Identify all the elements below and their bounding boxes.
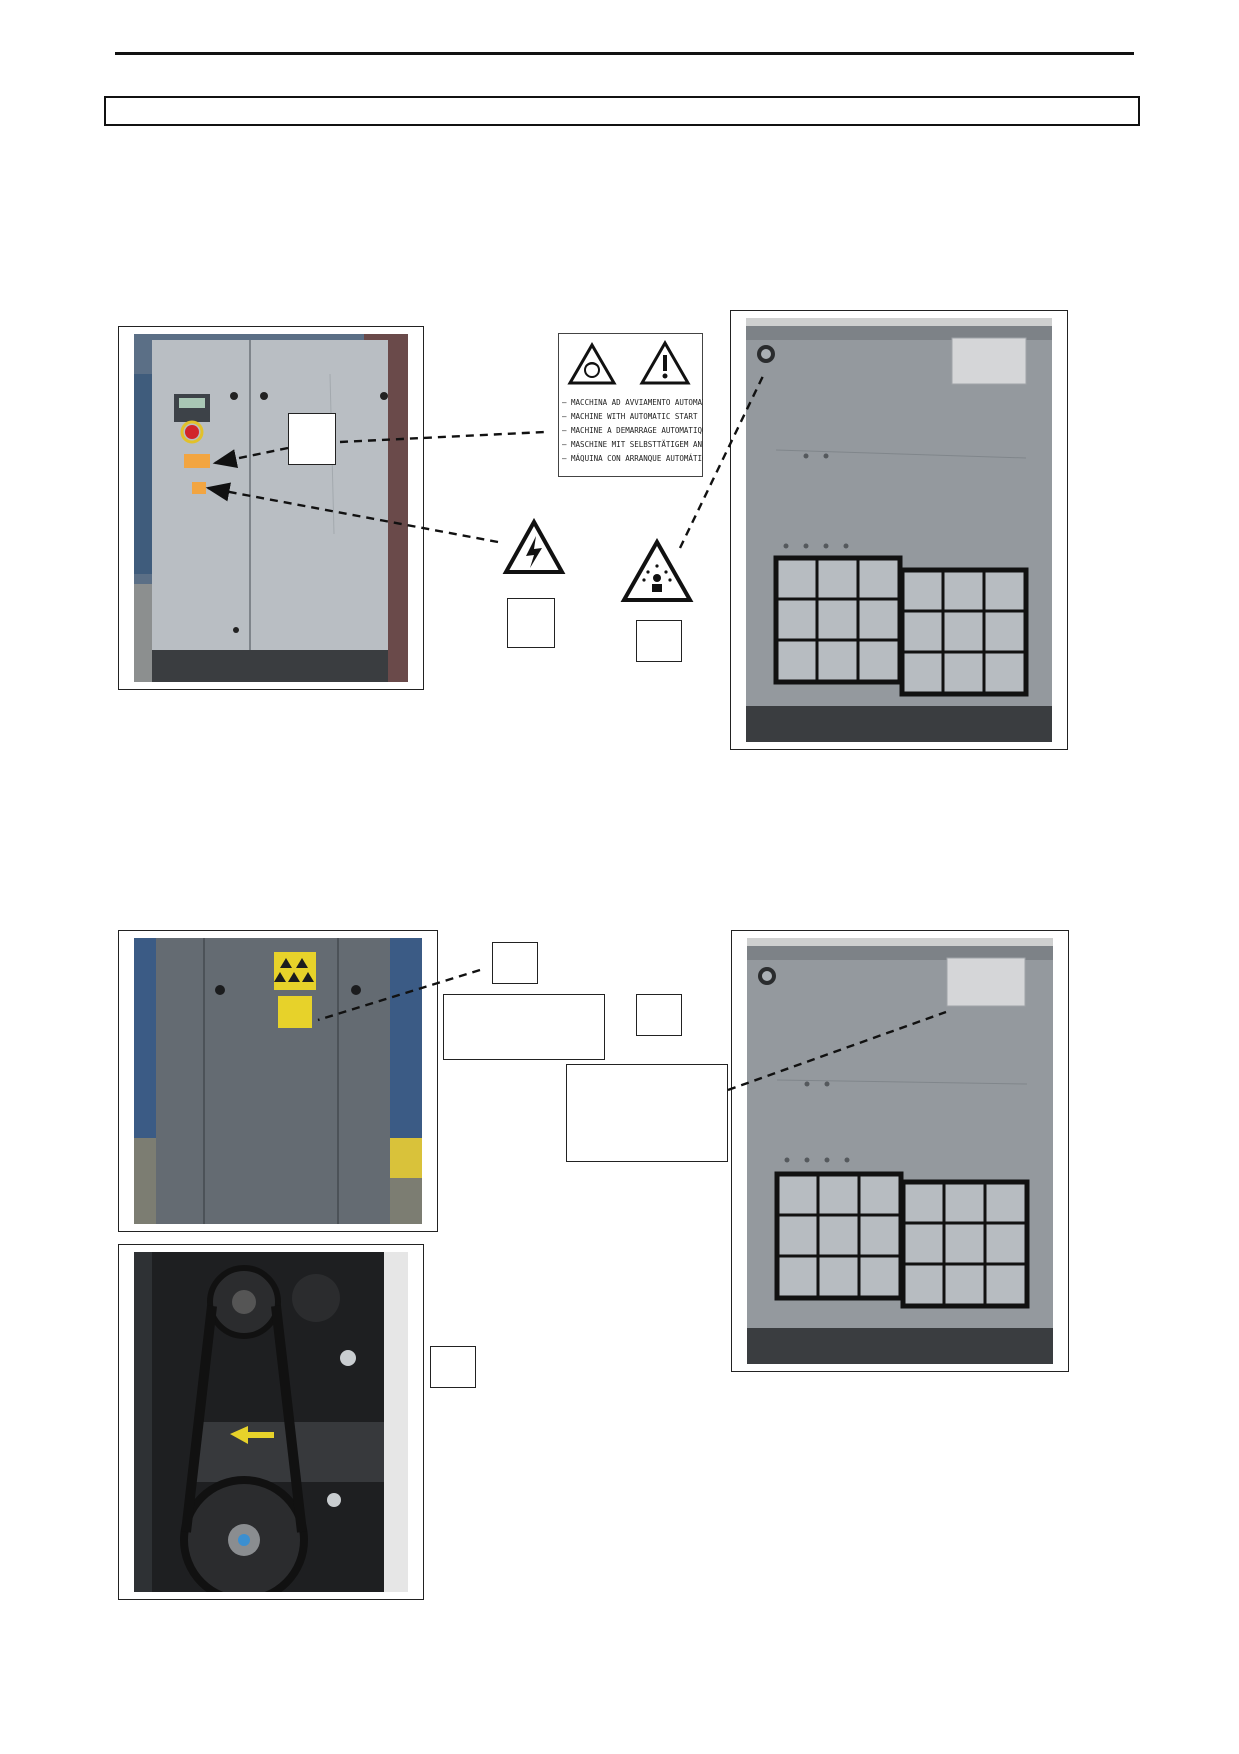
- callout-box-hot-fluid: [636, 620, 682, 662]
- automatic-start-warning-icon: [567, 342, 617, 385]
- sticker-line-5: — MÁQUINA CON ARRANQUE AUTOMÁTICO: [562, 454, 703, 463]
- callout-box-nameplate: [636, 994, 682, 1036]
- photo-compressor-front: [134, 334, 408, 682]
- general-warning-icon: [639, 339, 691, 385]
- sticker-line-4: — MASCHINE MIT SELBSTTÄTIGEM ANLAUF: [562, 440, 703, 449]
- filter-grille-left-bottom: [774, 1171, 904, 1301]
- electrical-hazard-icon: [502, 518, 566, 574]
- section-title-box: [104, 96, 1140, 126]
- filter-grille-right: [899, 567, 1029, 697]
- callout-text-box-1: [443, 994, 605, 1060]
- filter-grille-right-bottom: [900, 1179, 1030, 1309]
- filter-grille-left: [773, 555, 903, 685]
- callout-box-back-label: [492, 942, 538, 984]
- callout-text-box-2: [566, 1064, 728, 1162]
- photo-compressor-back: [134, 938, 422, 1224]
- callout-box-belt: [430, 1346, 476, 1388]
- automatic-start-sticker: — MACCHINA AD AVVIAMENTO AUTOMATICO — MA…: [558, 333, 703, 477]
- sticker-line-1: — MACCHINA AD AVVIAMENTO AUTOMATICO: [562, 398, 703, 407]
- hot-fluid-spray-hazard-icon: [620, 538, 694, 602]
- callout-box-electrical: [507, 598, 555, 648]
- photo-compressor-side-top: [746, 318, 1052, 742]
- callout-box-automatic-start: [288, 413, 336, 465]
- photo-belt-drive: [134, 1252, 408, 1592]
- sticker-line-2: — MACHINE WITH AUTOMATIC START: [562, 412, 698, 421]
- photo-compressor-side-bottom: [747, 938, 1053, 1364]
- sticker-line-3: — MACHINE A DEMARRAGE AUTOMATIQUE: [562, 426, 703, 435]
- top-rule: [115, 52, 1134, 55]
